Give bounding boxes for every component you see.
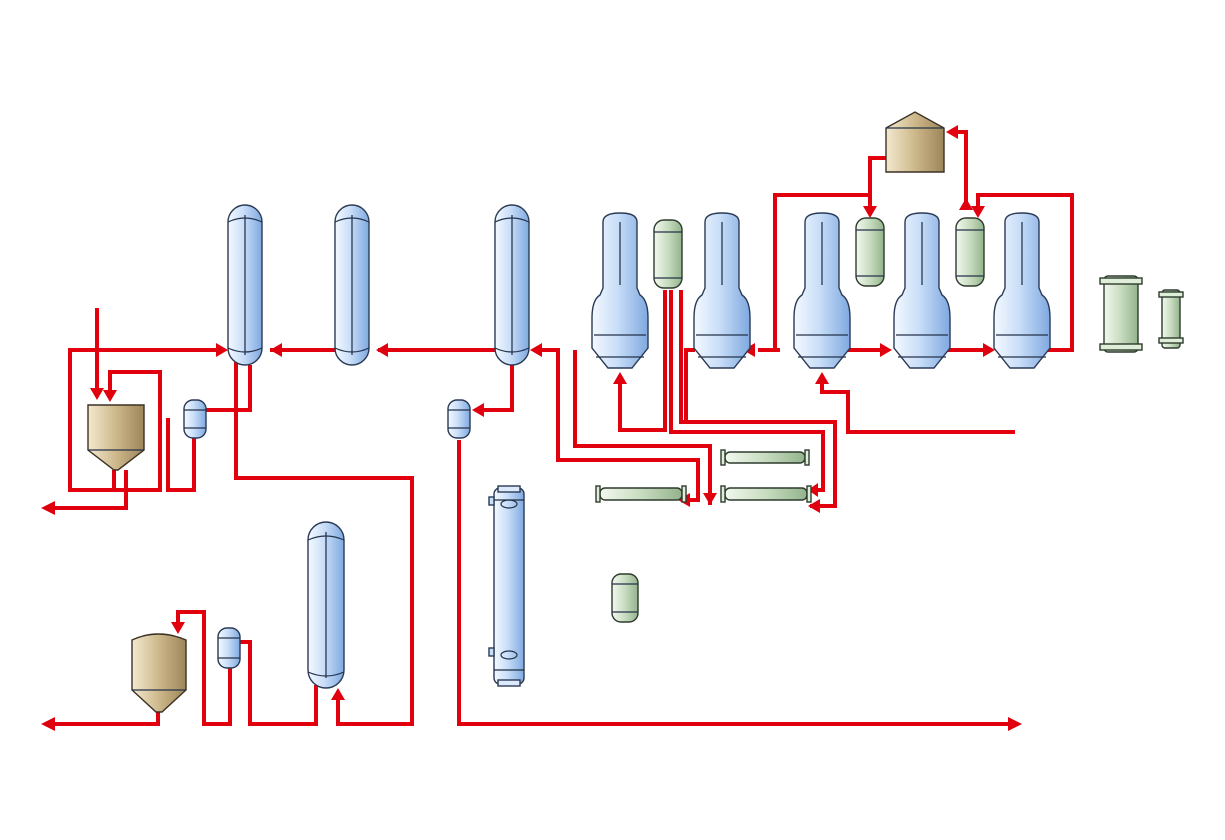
- arrow-greendrum3-in: [971, 206, 985, 218]
- pipe-reactor1-return: [618, 290, 667, 432]
- flow-arrows: [41, 125, 1022, 731]
- green-drum-3[interactable]: [955, 217, 985, 287]
- heat-exchanger-2[interactable]: [720, 449, 810, 466]
- arrow-col2-to-col1: [270, 343, 282, 357]
- green-drum-2[interactable]: [855, 217, 885, 287]
- reactor-3[interactable]: [793, 212, 851, 369]
- pipe-drum-to-column: [205, 365, 252, 412]
- arrow-r4-r5: [983, 343, 995, 357]
- arrow-column4-up: [331, 688, 345, 700]
- column-1[interactable]: [227, 204, 263, 366]
- pipe-hopper-loop: [68, 348, 218, 492]
- pipe-drum-loop: [166, 418, 196, 492]
- arrow-bottom-left-export: [41, 717, 55, 731]
- arrow-into-exchanger3-loop: [808, 499, 820, 513]
- column-2[interactable]: [334, 204, 370, 366]
- reactor-5[interactable]: [993, 212, 1051, 369]
- reactor-1[interactable]: [591, 212, 649, 369]
- arrow-greendrum3-up: [959, 198, 973, 210]
- arrow-r3-r4: [880, 343, 892, 357]
- arrow-feed-hopper: [90, 388, 104, 400]
- arrow-into-exchanger1-loop: [703, 493, 717, 505]
- hopper-1[interactable]: [87, 404, 145, 471]
- arrow-col3-to-col2: [376, 343, 388, 357]
- column-5-exchanger-tower[interactable]: [488, 485, 525, 687]
- pipe-col3-to-drum: [478, 365, 514, 412]
- arrow-greendrum2-in: [863, 206, 877, 218]
- arrow-into-column1: [216, 343, 228, 357]
- arrow-left-export: [41, 501, 55, 515]
- pipe-greendrum1-loop: [679, 290, 837, 508]
- pipe-greendrum1-down: [669, 290, 825, 492]
- reactor-4[interactable]: [893, 212, 951, 369]
- pipe-network: [55, 130, 1074, 726]
- arrow-loop-hopper: [103, 390, 117, 402]
- arrow-col3-feed: [530, 343, 542, 357]
- pipe-bottom-left-export: [55, 712, 160, 726]
- column-4[interactable]: [307, 521, 345, 689]
- pipe-column1-bottom: [234, 362, 414, 726]
- arrow-export-right: [1008, 717, 1022, 731]
- drum-1[interactable]: [183, 399, 207, 439]
- pipe-drum-to-column4: [240, 640, 318, 726]
- pipe-reactor3-feed: [820, 382, 1015, 434]
- green-drum-6[interactable]: [611, 573, 639, 623]
- pipe-left-export: [55, 470, 128, 510]
- arrow-reactor3-up: [815, 372, 829, 384]
- arrow-reactor1-up: [613, 372, 627, 384]
- arrow-drum3: [472, 403, 484, 417]
- pipe-reactor2-side: [684, 348, 695, 422]
- pipe-tank-to-greendrum2: [868, 156, 886, 210]
- reactor-2[interactable]: [693, 212, 751, 369]
- pipe-greendrum3-to-tank: [955, 130, 968, 210]
- pipe-reactor5-loop: [976, 193, 1074, 352]
- green-drum-1[interactable]: [653, 219, 683, 289]
- heat-exchanger-3[interactable]: [720, 485, 812, 503]
- arrow-into-exchanger3: [808, 483, 818, 497]
- pipe-bottom-loop: [176, 610, 232, 726]
- column-3[interactable]: [494, 204, 530, 366]
- drum-2[interactable]: [447, 399, 471, 439]
- pipe-exchanger-to-col3: [540, 348, 700, 502]
- arrow-into-tank: [946, 125, 958, 139]
- pipe-drum3-export: [457, 440, 1010, 726]
- hopper-2[interactable]: [131, 633, 187, 713]
- pipe-exchanger-loop: [573, 350, 712, 505]
- green-drum-5[interactable]: [1158, 289, 1184, 349]
- arrow-bottom-hopper: [171, 622, 185, 634]
- drum-3[interactable]: [217, 627, 241, 669]
- heat-exchanger-1[interactable]: [595, 485, 687, 503]
- green-drum-4[interactable]: [1099, 275, 1143, 353]
- storage-tank[interactable]: [885, 111, 945, 173]
